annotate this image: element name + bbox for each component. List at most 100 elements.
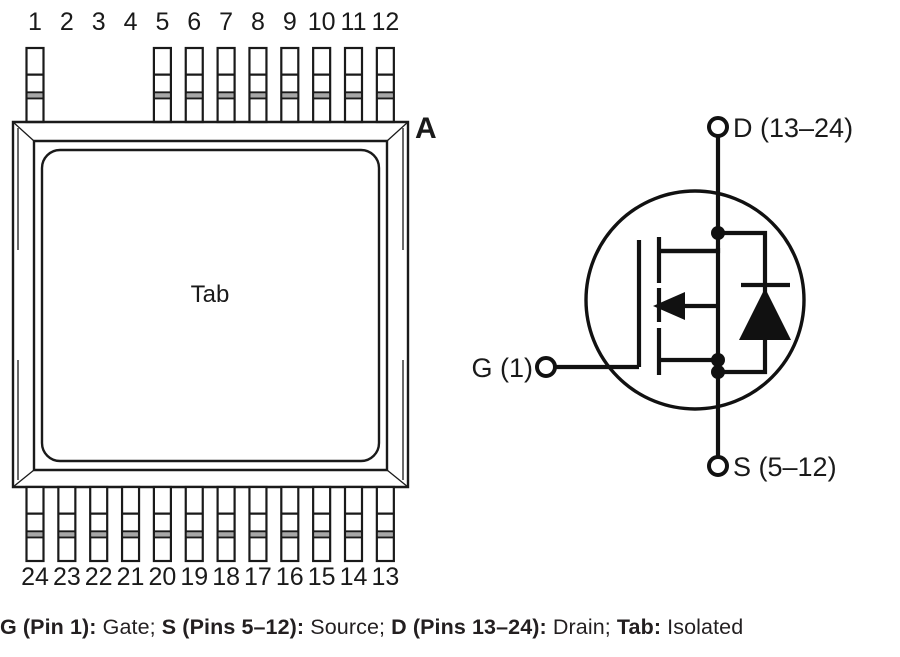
top-pin-lead-7 [248, 46, 268, 124]
source-terminal-node [707, 455, 729, 477]
bottom-pin-number-17: 17 [244, 563, 272, 591]
source-label: S (5–12) [733, 452, 837, 482]
top-pin-lead-5 [184, 46, 204, 124]
top-pin-number-8: 8 [251, 8, 265, 36]
caption-term-0: G (Pin 1): [0, 615, 97, 639]
caption-segment-0: G (Pin 1): Gate; [0, 615, 162, 639]
bottom-pin-number-15: 15 [308, 563, 336, 591]
top-pin-lead-body-9 [312, 46, 332, 124]
caption-term-1: S (Pins 5–12): [161, 615, 305, 639]
top-pin-number-9: 9 [283, 8, 297, 36]
top-pin-lead-6 [216, 46, 236, 124]
bottom-pin-lead-5 [184, 485, 204, 563]
bottom-pin-lead-band-3 [123, 532, 139, 537]
caption-term-2: D (Pins 13–24): [391, 615, 547, 639]
caption-desc-1: Source; [304, 615, 392, 639]
gate-terminal-node [535, 356, 557, 378]
bulk-arrowhead [653, 292, 685, 320]
top-pin-lead-0 [25, 46, 45, 124]
top-pin-lead-body-8 [280, 46, 300, 124]
bottom-pin-lead-body-5 [184, 485, 204, 563]
top-pin-lead-body-4 [152, 46, 172, 124]
bottom-pin-number-22: 22 [85, 563, 113, 591]
bottom-pin-number-13: 13 [371, 563, 399, 591]
top-pin-lead-body-7 [248, 46, 268, 124]
top-pin-lead-band-7 [250, 93, 266, 98]
bottom-pin-number-18: 18 [212, 563, 240, 591]
diode-anode-triangle [739, 288, 791, 340]
bottom-pin-lead-1 [57, 485, 77, 563]
top-pin-number-5: 5 [155, 8, 169, 36]
source-diode-junction-dot [711, 365, 725, 379]
bottom-pin-number-19: 19 [180, 563, 208, 591]
top-pin-number-2: 2 [60, 8, 74, 36]
top-pin-number-4: 4 [124, 8, 138, 36]
bottom-pin-lead-8 [280, 485, 300, 563]
bottom-pin-lead-2 [89, 485, 109, 563]
caption-desc-2: Drain; [546, 615, 617, 639]
top-pin-number-7: 7 [219, 8, 233, 36]
bottom-pin-lead-body-7 [248, 485, 268, 563]
bottom-pin-lead-band-8 [282, 532, 298, 537]
caption-desc-0: Gate; [96, 615, 162, 639]
bottom-pin-lead-band-11 [377, 532, 393, 537]
bottom-pin-lead-body-1 [57, 485, 77, 563]
corner-marker-a: A [415, 112, 437, 145]
bottom-pin-number-14: 14 [340, 563, 368, 591]
top-pin-lead-body-11 [375, 46, 395, 124]
caption-segment-3: Tab: Isolated [617, 615, 743, 639]
caption-term-3: Tab: [616, 615, 662, 639]
bottom-pin-lead-body-9 [312, 485, 332, 563]
top-pin-lead-body-0 [25, 46, 45, 124]
top-pin-lead-body-5 [184, 46, 204, 124]
bottom-pin-lead-band-7 [250, 532, 266, 537]
bottom-pin-lead-4 [152, 485, 172, 563]
top-pin-lead-8 [280, 46, 300, 124]
caption-segment-1: S (Pins 5–12): Source; [162, 615, 391, 639]
bottom-pin-lead-body-3 [120, 485, 141, 563]
bottom-pin-lead-band-10 [346, 532, 361, 537]
bottom-pin-lead-body-8 [280, 485, 300, 563]
top-pin-lead-4 [152, 46, 172, 124]
bottom-pin-lead-body-2 [89, 485, 109, 563]
drain-terminal-node [707, 116, 729, 138]
top-pin-number-10: 10 [308, 8, 336, 36]
top-pin-lead-band-6 [218, 93, 234, 98]
bottom-pin-number-24: 24 [21, 563, 49, 591]
bottom-pin-lead-band-6 [218, 532, 234, 537]
top-pin-lead-band-10 [346, 93, 361, 98]
bottom-pin-lead-body-11 [375, 485, 395, 563]
bottom-pin-lead-band-0 [27, 532, 43, 537]
bottom-pin-lead-0 [25, 485, 45, 563]
bottom-pin-lead-body-10 [343, 485, 364, 563]
caption-desc-3: Isolated [661, 615, 744, 639]
bottom-pin-lead-body-6 [216, 485, 236, 563]
bottom-pin-lead-10 [343, 485, 364, 563]
caption-segment-2: D (Pins 13–24): Drain; [391, 615, 617, 639]
top-pin-lead-10 [343, 46, 364, 124]
figure-caption: G (Pin 1): Gate; S (Pins 5–12): Source; … [0, 612, 900, 642]
bottom-pin-lead-band-2 [91, 532, 107, 537]
top-pin-lead-band-4 [154, 93, 170, 98]
bottom-pin-lead-9 [312, 485, 332, 563]
drain-junction-dot [711, 226, 725, 240]
bottom-pin-lead-band-5 [186, 532, 202, 537]
mosfet-symbol-drawing: D (13–24) S (5–12) G (1) [471, 113, 853, 482]
mosfet-envelope-circle [584, 189, 806, 411]
tab-label: Tab [191, 281, 230, 308]
top-pin-lead-body-10 [343, 46, 364, 124]
bottom-pin-number-16: 16 [276, 563, 304, 591]
bottom-pin-number-21: 21 [117, 563, 145, 591]
top-pin-number-12: 12 [371, 8, 399, 36]
top-pin-lead-band-9 [314, 93, 330, 98]
top-pin-lead-band-11 [377, 93, 393, 98]
top-pin-lead-11 [375, 46, 395, 124]
top-pin-lead-row [25, 46, 395, 124]
top-pin-number-1: 1 [28, 8, 42, 36]
package-body-outline [11, 120, 410, 489]
top-pin-lead-band-8 [282, 93, 298, 98]
